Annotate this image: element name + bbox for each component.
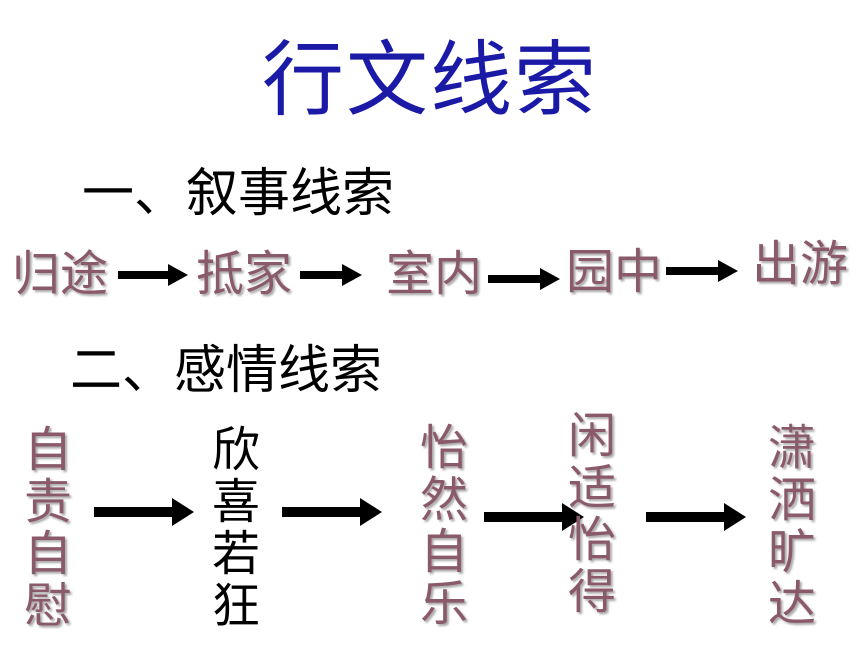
arrow-icon: [282, 498, 382, 526]
narrative-heading: 一、叙事线索: [82, 164, 395, 224]
arrow-icon: [488, 268, 560, 290]
emotion-step-1: 自责自慰: [23, 422, 72, 634]
narrative-step-2: 抵家: [196, 246, 293, 302]
narrative-step-5: 出游: [752, 236, 849, 292]
arrow-icon: [646, 503, 746, 531]
page-title: 行文线索: [261, 33, 598, 128]
arrow-icon: [666, 260, 738, 282]
emotion-step-4: 闲适怡得: [567, 408, 616, 620]
arrow-icon: [300, 264, 362, 286]
emotion-step-5: 潇洒旷达: [767, 420, 816, 632]
arrow-icon: [94, 498, 194, 526]
emotion-step-2: 欣喜若狂: [211, 422, 260, 634]
narrative-step-4: 园中: [566, 244, 663, 300]
emotion-step-3: 怡然自乐: [419, 420, 468, 632]
arrow-icon: [118, 264, 188, 286]
arrow-icon: [484, 503, 584, 531]
emotion-heading: 二、感情线索: [70, 341, 383, 401]
narrative-step-3: 室内: [386, 246, 483, 302]
narrative-step-1: 归途: [12, 246, 109, 302]
